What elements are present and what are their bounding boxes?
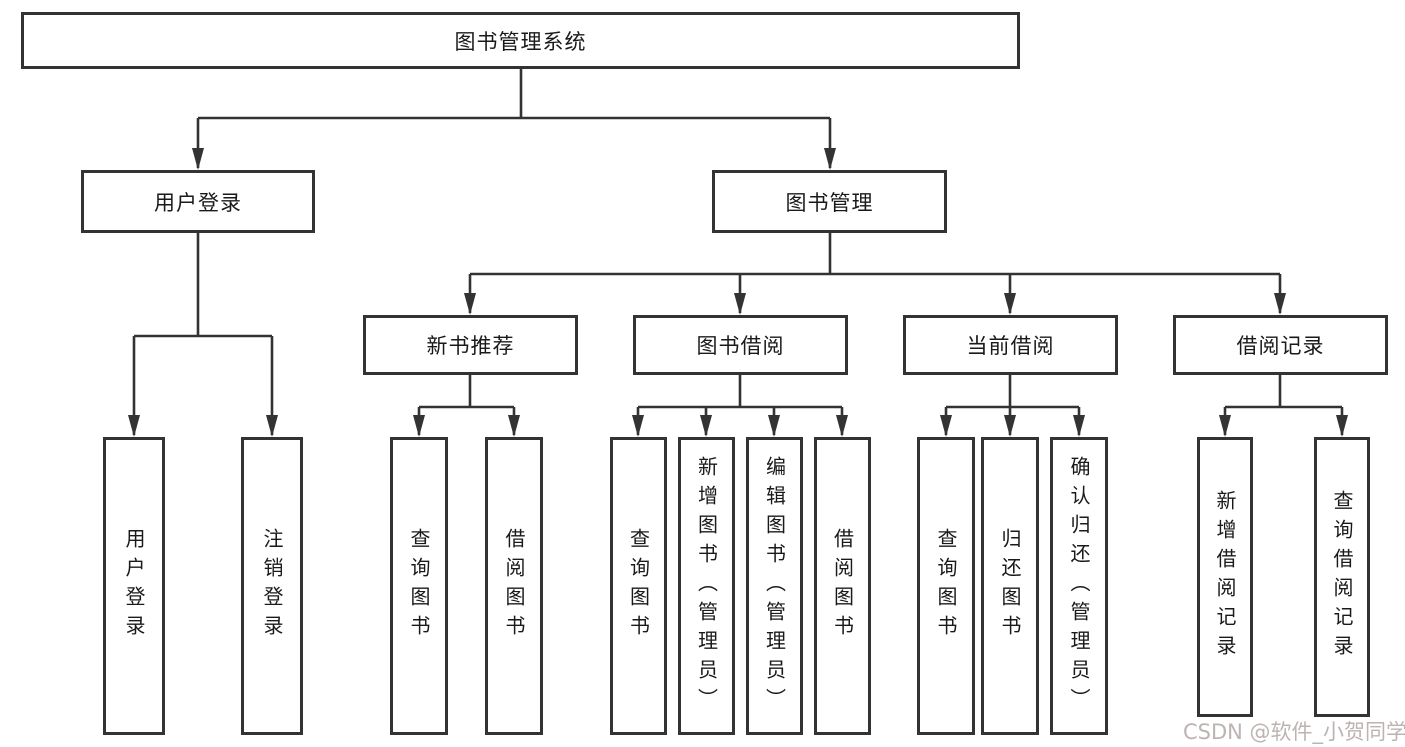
arrow-down-icon — [632, 415, 644, 437]
book-borrowing-split-connector — [632, 375, 848, 437]
node-borrow-records: 借阅记录 — [1173, 315, 1388, 375]
arrow-down-icon — [768, 415, 780, 437]
node-book-borrowing: 图书借阅 — [633, 315, 848, 375]
arrow-down-icon — [464, 293, 476, 315]
current-borrowing-split-connector — [940, 375, 1085, 437]
node-label: 当前借阅 — [966, 334, 1055, 358]
node-leaf-user-login: 用户登录 — [103, 437, 165, 735]
root-split-connector — [192, 69, 836, 170]
arrow-down-icon — [1274, 293, 1286, 315]
arrow-down-icon — [413, 415, 425, 437]
node-label: 借阅记录 — [1236, 334, 1325, 358]
node-leaf-query-books-borrowing: 查询图书 — [610, 437, 667, 735]
node-root-library-system: 图书管理系统 — [21, 12, 1020, 69]
node-label: 新书推荐 — [426, 334, 515, 358]
node-label: 借阅图书 — [830, 528, 855, 644]
arrow-down-icon — [836, 415, 848, 437]
node-leaf-query-books-recommend: 查询图书 — [390, 437, 448, 735]
node-label: 图书管理系统 — [454, 29, 587, 54]
arrow-down-icon — [700, 415, 712, 437]
node-label: 归还图书 — [998, 528, 1022, 644]
arrow-down-icon — [1219, 415, 1231, 437]
arrow-down-icon — [1004, 293, 1016, 315]
arrow-down-icon — [940, 415, 952, 437]
node-label: 新增图书（管理员） — [694, 455, 719, 717]
node-leaf-confirm-return-admin: 确认归还（管理员） — [1050, 437, 1108, 735]
node-label: 用户登录 — [122, 528, 146, 644]
user-login-split-connector — [128, 233, 278, 437]
node-label: 查询图书 — [626, 528, 651, 644]
node-leaf-return-books: 归还图书 — [981, 437, 1039, 735]
node-label: 图书借阅 — [696, 334, 785, 358]
node-leaf-edit-books-admin: 编辑图书（管理员） — [746, 437, 803, 735]
node-leaf-query-borrow-record: 查询借阅记录 — [1314, 437, 1370, 717]
node-label: 图书管理 — [785, 190, 874, 215]
arrow-down-icon — [508, 415, 520, 437]
book-management-split-connector — [464, 233, 1286, 315]
node-leaf-borrow-books: 借阅图书 — [814, 437, 871, 735]
node-leaf-borrow-books-recommend: 借阅图书 — [485, 437, 543, 735]
node-label: 确认归还（管理员） — [1067, 455, 1091, 717]
arrow-down-icon — [266, 415, 278, 437]
node-current-borrowing: 当前借阅 — [903, 315, 1118, 375]
node-leaf-add-books-admin: 新增图书（管理员） — [678, 437, 735, 735]
node-label: 新增借阅记录 — [1213, 490, 1237, 664]
arrow-down-icon — [1336, 415, 1348, 437]
borrow-records-split-connector — [1219, 375, 1348, 437]
node-label: 注销登录 — [260, 528, 284, 644]
node-label: 借阅图书 — [502, 528, 526, 644]
node-leaf-query-books-current: 查询图书 — [917, 437, 975, 735]
node-leaf-logout: 注销登录 — [241, 437, 303, 735]
arrow-down-icon — [734, 293, 746, 315]
arrow-down-icon — [128, 415, 140, 437]
arrow-down-icon — [1004, 415, 1016, 437]
arrow-down-icon — [824, 148, 836, 170]
arrow-down-icon — [1073, 415, 1085, 437]
node-user-login-module: 用户登录 — [81, 170, 315, 233]
node-label: 编辑图书（管理员） — [762, 455, 787, 717]
node-new-book-recommend: 新书推荐 — [363, 315, 578, 375]
new-book-split-connector — [413, 375, 520, 437]
arrow-down-icon — [192, 148, 204, 170]
node-book-management-module: 图书管理 — [712, 170, 947, 233]
node-label: 用户登录 — [154, 190, 242, 215]
node-label: 查询借阅记录 — [1330, 490, 1354, 664]
node-label: 查询图书 — [934, 528, 958, 644]
node-leaf-add-borrow-record: 新增借阅记录 — [1197, 437, 1253, 717]
node-label: 查询图书 — [407, 528, 431, 644]
